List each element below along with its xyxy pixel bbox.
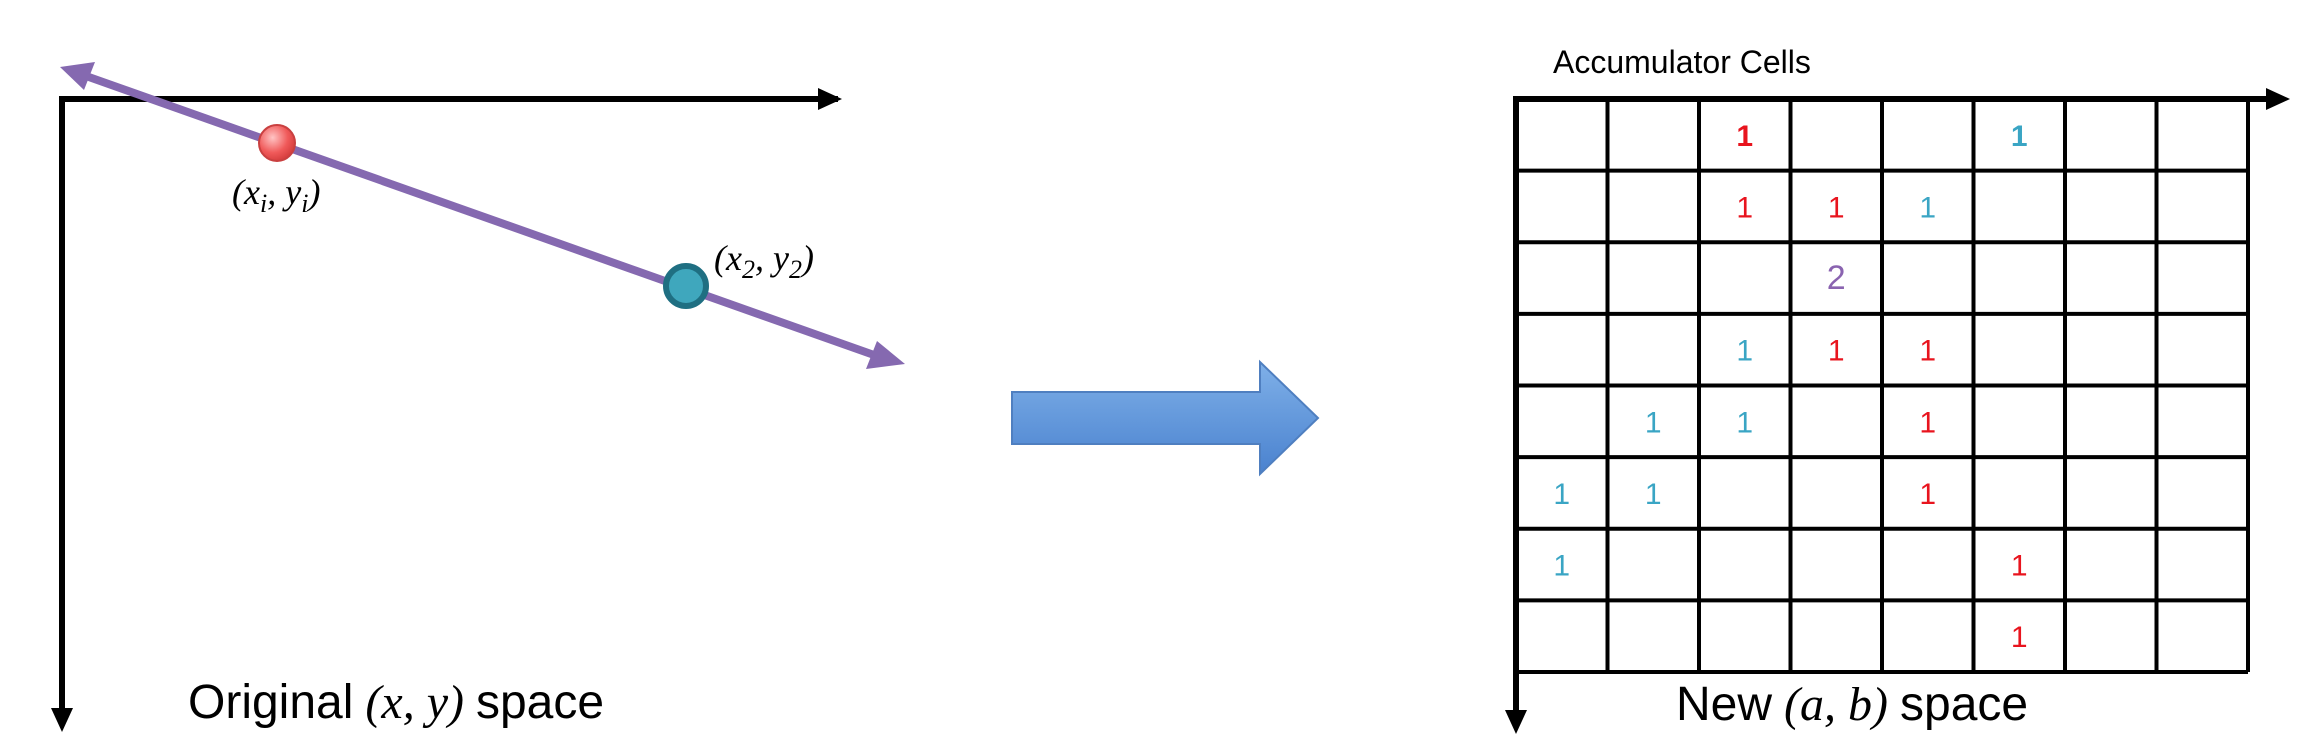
new-space-caption: New (a, b) space [1676, 678, 2028, 731]
accumulator-grid [1514, 97, 2250, 674]
transform-arrow [1011, 359, 1320, 477]
accumulator-cell-value: 1 [2011, 550, 2028, 583]
y-axis-arrowhead [51, 708, 73, 732]
a-axis-arrowhead [2266, 88, 2290, 110]
accumulator-cell-value: 1 [1645, 478, 1662, 511]
accumulator-title: Accumulator Cells [1553, 44, 1811, 80]
accumulator-cell-value: 1 [2011, 120, 2028, 153]
accumulator-cell-value: 1 [1919, 191, 1936, 224]
accumulator-cell-value: 1 [1736, 406, 1753, 439]
accumulator-cell-value: 1 [2011, 621, 2028, 654]
accumulator-cell-value: 1 [1828, 191, 1845, 224]
image-line-arrowhead-start [60, 62, 95, 90]
b-axis-arrowhead [1505, 710, 1527, 734]
accumulator-cell-value: 1 [1828, 335, 1845, 368]
accumulator-cell-value: 1 [1919, 406, 1936, 439]
accumulator-cell-value: 1 [1736, 120, 1753, 153]
accumulator-cell-value: 1 [1919, 478, 1936, 511]
point-2-label: (x2, y2) [714, 238, 814, 284]
accumulator-cell-value: 1 [1736, 335, 1753, 368]
point-1-label: (xi, yi) [232, 172, 320, 218]
accumulator-cell-value: 1 [1553, 478, 1570, 511]
image-line-arrowhead-end [866, 341, 905, 369]
accumulator-cell-value: 1 [1736, 191, 1753, 224]
parameter-space-panel: Accumulator Cells 1 1 1 1 1 2 1 1 1 1 1 1 1 1 1 1 1 1 New… [1505, 44, 2290, 734]
accumulator-cell-values: 1 1 1 1 1 2 1 1 1 1 1 1 1 1 1 1 1 1 [1553, 120, 2027, 654]
accumulator-cell-value: 1 [1645, 406, 1662, 439]
image-line [84, 72, 876, 359]
accumulator-cell-value: 1 [1919, 335, 1936, 368]
original-space-panel: (xi, yi) (x2, y2) Original (x, y) space [51, 62, 905, 732]
original-space-caption: Original (x, y) space [188, 676, 604, 729]
point-1-marker [258, 124, 296, 162]
accumulator-cell-value: 1 [1553, 550, 1570, 583]
point-2-marker [663, 263, 709, 309]
accumulator-cell-value: 2 [1827, 259, 1846, 297]
x-axis-arrowhead [818, 88, 842, 110]
